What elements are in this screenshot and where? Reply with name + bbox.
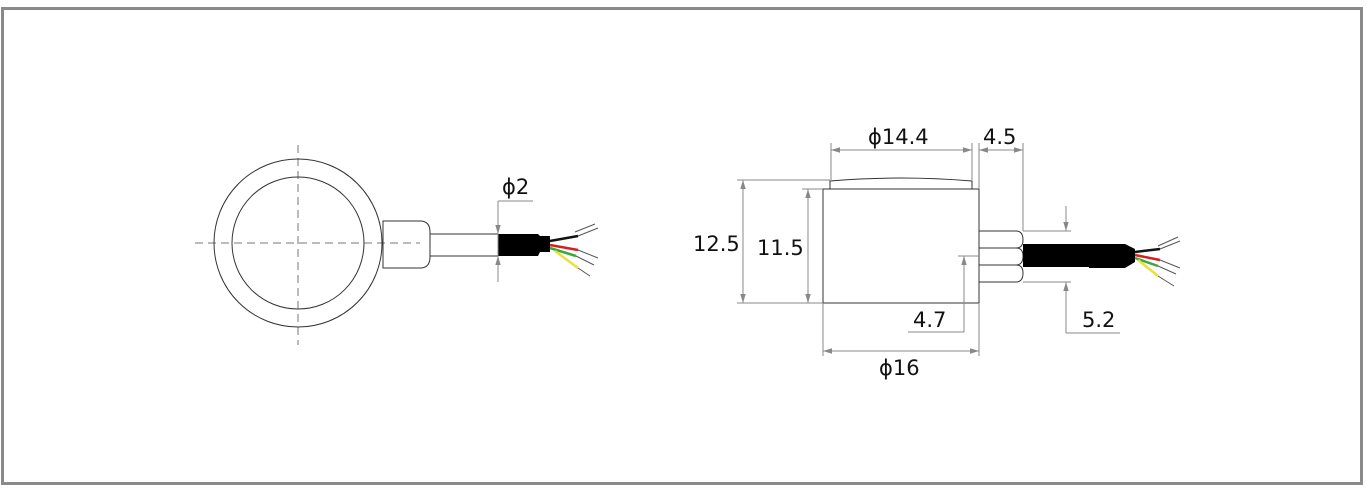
cable-diameter-label: ϕ2 xyxy=(502,175,529,199)
cable xyxy=(1023,244,1093,267)
top-cap xyxy=(829,177,973,189)
body xyxy=(822,188,980,304)
connector xyxy=(382,220,431,269)
connector-length-label: 4.5 xyxy=(983,125,1016,149)
body-diameter-label: ϕ16 xyxy=(879,356,920,380)
cable-sleeve xyxy=(1089,244,1135,268)
cable-sleeve xyxy=(498,234,550,256)
inner-circle xyxy=(231,176,365,310)
body-height-label: 11.5 xyxy=(757,236,804,260)
connector-height-label: 5.2 xyxy=(1082,308,1115,332)
top-diameter-label: ϕ14.4 xyxy=(868,125,929,149)
wires xyxy=(549,223,599,277)
outer-circle xyxy=(213,158,383,328)
drawing-frame xyxy=(1,7,1363,485)
side-view: ϕ14.4 4.5 12.5 11.5 4.7 5.2 ϕ16 xyxy=(693,125,1181,380)
connector xyxy=(979,230,1024,283)
wires xyxy=(1134,236,1181,287)
connector-offset-label: 4.7 xyxy=(913,308,946,332)
total-height-label: 12.5 xyxy=(693,232,740,256)
front-view: ϕ2 xyxy=(195,145,599,345)
